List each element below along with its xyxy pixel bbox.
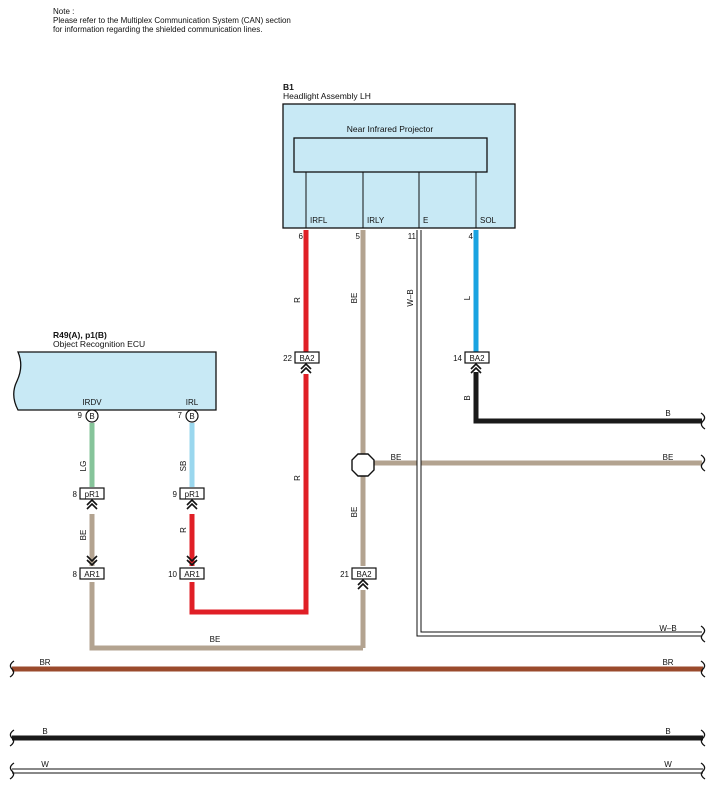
break-right-wb (700, 625, 706, 643)
note-line-1: Please refer to the Multiplex Communicat… (53, 16, 291, 25)
object-recognition-ecu: R49(A), p1(B) Object Recognition ECU IRD… (13, 330, 217, 420)
bus-lines: BR BR B B W W (12, 658, 703, 774)
projector-leads (305, 172, 477, 228)
connector-ar1-8: AR1 8 (73, 555, 105, 580)
pin-label-sol: SOL (480, 216, 497, 225)
svg-text:8: 8 (73, 490, 78, 499)
break-right-be (700, 454, 706, 472)
connector-ba2-22: BA2 22 (283, 351, 320, 374)
svg-text:BA2: BA2 (356, 570, 372, 579)
break-right-b (700, 729, 706, 747)
ecu-pin-conn-irdv: B (89, 412, 94, 421)
svg-text:14: 14 (453, 354, 462, 363)
svg-text:pR1: pR1 (85, 490, 100, 499)
headlight-code: B1 (283, 82, 294, 92)
bus-label-right-b: B (665, 727, 670, 736)
wire-label-irfl-top: R (293, 297, 302, 303)
wire-sol-ground (473, 372, 702, 424)
break-left-b (9, 729, 15, 747)
projector-label: Near Infrared Projector (347, 124, 434, 134)
continuation-labels: B BE W–B (659, 409, 676, 633)
svg-text:BA2: BA2 (299, 354, 315, 363)
svg-text:pR1: pR1 (185, 490, 200, 499)
break-right-b-ground (700, 412, 706, 430)
break-right-w (700, 762, 706, 780)
wire-labels: R R BE BE W–B L B LG BE SB R BE BE (79, 289, 472, 644)
wire-label-irl-top: SB (179, 461, 188, 472)
wire-label-irl-mid: R (179, 527, 188, 533)
ecu-name: Object Recognition ECU (53, 339, 145, 349)
projector-box (293, 137, 488, 173)
wire-label-irfl-bottom: R (293, 475, 302, 481)
splice-junction (351, 453, 375, 477)
pin-label-e: E (423, 216, 428, 225)
svg-text:8: 8 (73, 570, 78, 579)
wires (89, 230, 702, 651)
pin-num-11: 11 (408, 232, 417, 241)
svg-text:21: 21 (340, 570, 349, 579)
wire-label-irdv-mid: BE (79, 530, 88, 541)
bus-label-left-w: W (41, 760, 49, 769)
wire-label-sol-ground: B (463, 395, 472, 400)
wire-label-irly-top: BE (350, 293, 359, 304)
svg-text:9: 9 (173, 490, 178, 499)
connectors: BA2 22 BA2 14 BA2 21 pR1 8 (73, 351, 490, 590)
svg-text:BA2: BA2 (469, 354, 485, 363)
break-marks (9, 412, 706, 780)
ecu-pin-terminal-irl (185, 409, 199, 423)
svg-text:22: 22 (283, 354, 292, 363)
bus-label-right-w: W (664, 760, 672, 769)
svg-text:10: 10 (168, 570, 177, 579)
bus-label-left-br: BR (39, 658, 50, 667)
pin-label-irly: IRLY (367, 216, 385, 225)
bus-label-right-be: BE (663, 453, 674, 462)
wire-e-outline (416, 230, 702, 637)
connector-ba2-21: BA2 21 (340, 567, 377, 590)
connector-pr1-8: pR1 8 (73, 487, 105, 510)
wire-label-irdv-top: LG (79, 461, 88, 472)
note-title: Note : (53, 7, 74, 16)
wire-bottom-be (89, 582, 363, 651)
wire-label-e: W–B (406, 289, 415, 306)
headlight-name: Headlight Assembly LH (283, 91, 371, 101)
ecu-pin-num-9: 9 (78, 411, 83, 420)
headlight-assembly: B1 Headlight Assembly LH Near Infrared P… (282, 82, 516, 241)
wire-label-sol: L (463, 295, 472, 300)
ecu-pin-num-7: 7 (178, 411, 183, 420)
ecu-pin-terminals: B B (85, 409, 199, 423)
wire-label-irly-mid: BE (350, 507, 359, 518)
wire-e-fill (417, 230, 702, 636)
ecu-box (13, 351, 217, 411)
pin-num-5: 5 (356, 232, 361, 241)
note-line-2: for information regarding the shielded c… (53, 25, 262, 34)
pin-label-irfl: IRFL (310, 216, 328, 225)
svg-text:AR1: AR1 (84, 570, 100, 579)
wire-label-junction-be: BE (391, 453, 402, 462)
bus-label-left-b: B (42, 727, 47, 736)
svg-text:AR1: AR1 (184, 570, 200, 579)
bus-label-right-b-ground: B (665, 409, 670, 418)
pin-num-4: 4 (469, 232, 474, 241)
pin-num-6: 6 (299, 232, 304, 241)
break-right-br (700, 660, 706, 678)
ecu-pin-label-irl: IRL (186, 398, 199, 407)
wire-irfl-bottom (189, 374, 309, 615)
wire-label-bottom-be: BE (210, 635, 221, 644)
break-left-w (9, 762, 15, 780)
connector-pr1-9: pR1 9 (173, 487, 205, 510)
connector-ar1-10: AR1 10 (168, 555, 205, 580)
ecu-pin-terminal-irdv (85, 409, 99, 423)
break-left-br (9, 660, 15, 678)
bus-label-right-wb: W–B (659, 624, 676, 633)
ecu-pin-conn-irl: B (189, 412, 194, 421)
bus-label-right-br: BR (662, 658, 673, 667)
connector-ba2-14: BA2 14 (453, 351, 490, 374)
ecu-code: R49(A), p1(B) (53, 330, 107, 340)
ecu-pin-label-irdv: IRDV (82, 398, 102, 407)
note: Note : Please refer to the Multiplex Com… (53, 7, 291, 34)
